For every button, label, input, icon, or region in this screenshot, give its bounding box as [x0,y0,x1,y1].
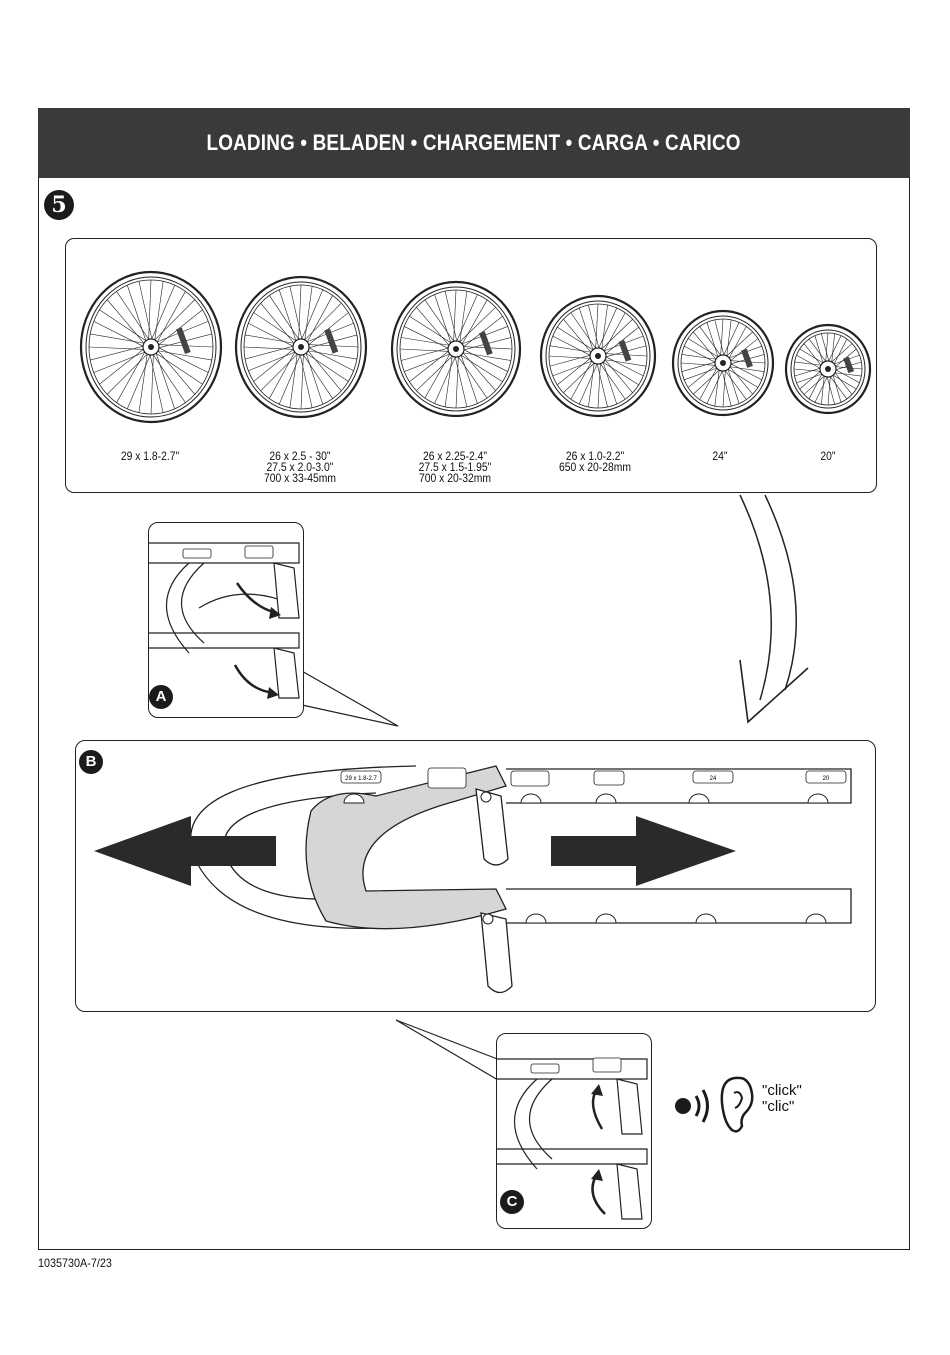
badge-a: A [149,685,173,709]
click-sound-text: "click" "clic" [762,1083,802,1115]
curved-arrow-head [740,660,808,722]
badge-b: B [79,750,103,774]
curved-arrow-outline [740,495,771,700]
latch-top [476,789,508,865]
latch-bottom [481,913,512,993]
inset-c: C [496,1033,652,1229]
sound-ear-icon [670,1068,765,1138]
inset-a-drawing [149,523,305,719]
rail-label-24: 24 [710,776,717,782]
panel-b-drawing: 29 x 1.8-2.7 24 20 [76,741,877,1013]
arrow-right [551,816,736,886]
badge-c: C [500,1190,524,1214]
panel-b: 29 x 1.8-2.7 24 20 B [75,740,876,1012]
document-number: 1035730A-7/23 [38,1256,112,1270]
arrow-left [94,816,276,886]
rail-label-1: 29 x 1.8-2.7 [345,776,377,782]
callout-a-wedge [300,670,398,726]
rail-label-20: 20 [823,776,830,782]
inset-a: A [148,522,304,718]
callout-c-wedge [396,1020,500,1080]
